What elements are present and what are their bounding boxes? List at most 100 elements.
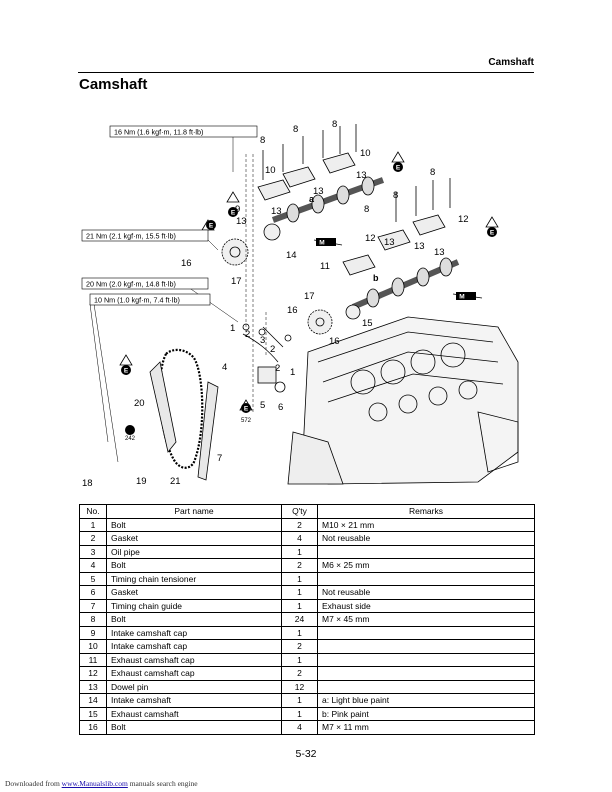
remarks-cell: Not reusable [317, 585, 535, 600]
callout: 13 [384, 237, 395, 248]
remarks-cell: a: Light blue paint [317, 693, 535, 708]
e-symbol: E [231, 210, 236, 217]
callout: 8 [393, 190, 398, 201]
torque-spec: 21 Nm (2.1 kgf·m, 15.5 ft·lb) [86, 231, 176, 240]
remarks-cell: M7 × 45 mm [317, 612, 535, 627]
footer-link[interactable]: www.Manualslib.com [61, 779, 128, 788]
footer-suffix: manuals search engine [127, 779, 198, 788]
quantity-cell: 24 [281, 612, 318, 627]
part-name-cell: Dowel pin [106, 679, 282, 694]
quantity-cell: 1 [281, 706, 318, 721]
quantity-cell: 2 [281, 639, 318, 654]
column-header: No. [79, 504, 107, 519]
remarks-cell: Not reusable [317, 531, 535, 546]
column-header: Remarks [317, 504, 535, 519]
footer-prefix: Downloaded from [5, 779, 62, 788]
remarks-cell: Exhaust side [317, 598, 535, 613]
callout: 2 [270, 344, 275, 355]
remarks-cell [317, 652, 535, 667]
remarks-cell [317, 639, 535, 654]
part-number-cell: 5 [79, 571, 107, 586]
loctite-label: 242 [125, 436, 136, 442]
part-number-cell: 11 [79, 652, 107, 667]
table-header-row: No. Part name Q'ty Remarks [79, 504, 535, 519]
callout: 12 [365, 233, 376, 244]
torque-spec: 20 Nm (2.0 kgf·m, 14.8 ft·lb) [86, 279, 176, 288]
remarks-cell [317, 679, 535, 694]
m-symbol: M [319, 240, 324, 247]
part-number-cell: 9 [79, 625, 107, 640]
part-number-cell: 2 [79, 531, 107, 546]
e-symbol: E [124, 368, 129, 375]
quantity-cell: 4 [281, 720, 318, 735]
callout: 17 [231, 276, 242, 287]
remarks-cell [317, 625, 535, 640]
quantity-cell: 1 [281, 652, 318, 667]
remarks-cell: M10 × 21 mm [317, 517, 535, 532]
quantity-cell: 1 [281, 625, 318, 640]
remarks-cell: b: Pink paint [317, 706, 535, 721]
callout: 21 [170, 476, 181, 487]
torque-spec: 16 Nm (1.6 kgf·m, 11.8 ft·lb) [114, 127, 203, 136]
column-header: Q'ty [281, 504, 318, 519]
e-symbol: E [209, 223, 214, 230]
callout: 8 [430, 167, 435, 178]
callout: 5 [260, 400, 265, 411]
callout: 10 [265, 165, 276, 176]
part-number-cell: 8 [79, 612, 107, 627]
callout: 12 [458, 214, 469, 225]
part-name-cell: Intake camshaft cap [106, 625, 282, 640]
loctite-label: 572 [241, 418, 252, 424]
part-number-cell: 12 [79, 666, 107, 681]
part-name-cell: Timing chain guide [106, 598, 282, 613]
callout: 13 [236, 216, 247, 227]
callout: 7 [217, 453, 222, 464]
part-number-cell: 13 [79, 679, 107, 694]
callout: 1 [290, 367, 295, 378]
page-number: 5-32 [295, 748, 317, 760]
section-title: Camshaft [488, 57, 534, 68]
part-name-cell: Exhaust camshaft [106, 706, 282, 721]
quantity-cell: 1 [281, 571, 318, 586]
quantity-cell: 1 [281, 585, 318, 600]
column-header: Part name [106, 504, 282, 519]
remarks-cell [317, 544, 535, 559]
callout: 13 [434, 247, 445, 258]
callout: 16 [287, 305, 298, 316]
callout: 13 [356, 170, 367, 181]
part-number-cell: 10 [79, 639, 107, 654]
torque-spec: 10 Nm (1.0 kgf·m, 7.4 ft·lb) [94, 295, 180, 304]
m-symbol: M [459, 294, 464, 301]
callout: 13 [414, 241, 425, 252]
callout: 10 [360, 148, 371, 159]
quantity-cell: 1 [281, 693, 318, 708]
part-name-cell: Bolt [106, 720, 282, 735]
callout: 3 [260, 335, 265, 346]
quantity-cell: 2 [281, 666, 318, 681]
part-number-cell: 7 [79, 598, 107, 613]
exploded-diagram: E E E E E E M M 242 572 16 Nm (1.6 kgf·m… [78, 112, 534, 494]
part-number-cell: 3 [79, 544, 107, 559]
part-name-cell: Oil pipe [106, 544, 282, 559]
part-name-cell: Bolt [106, 558, 282, 573]
part-number-cell: 16 [79, 720, 107, 735]
remarks-cell [317, 571, 535, 586]
callout: 13 [313, 186, 324, 197]
callout: 6 [278, 402, 283, 413]
header-rule [78, 72, 534, 73]
paint-mark-b: b [373, 273, 379, 283]
part-name-cell: Exhaust camshaft cap [106, 652, 282, 667]
